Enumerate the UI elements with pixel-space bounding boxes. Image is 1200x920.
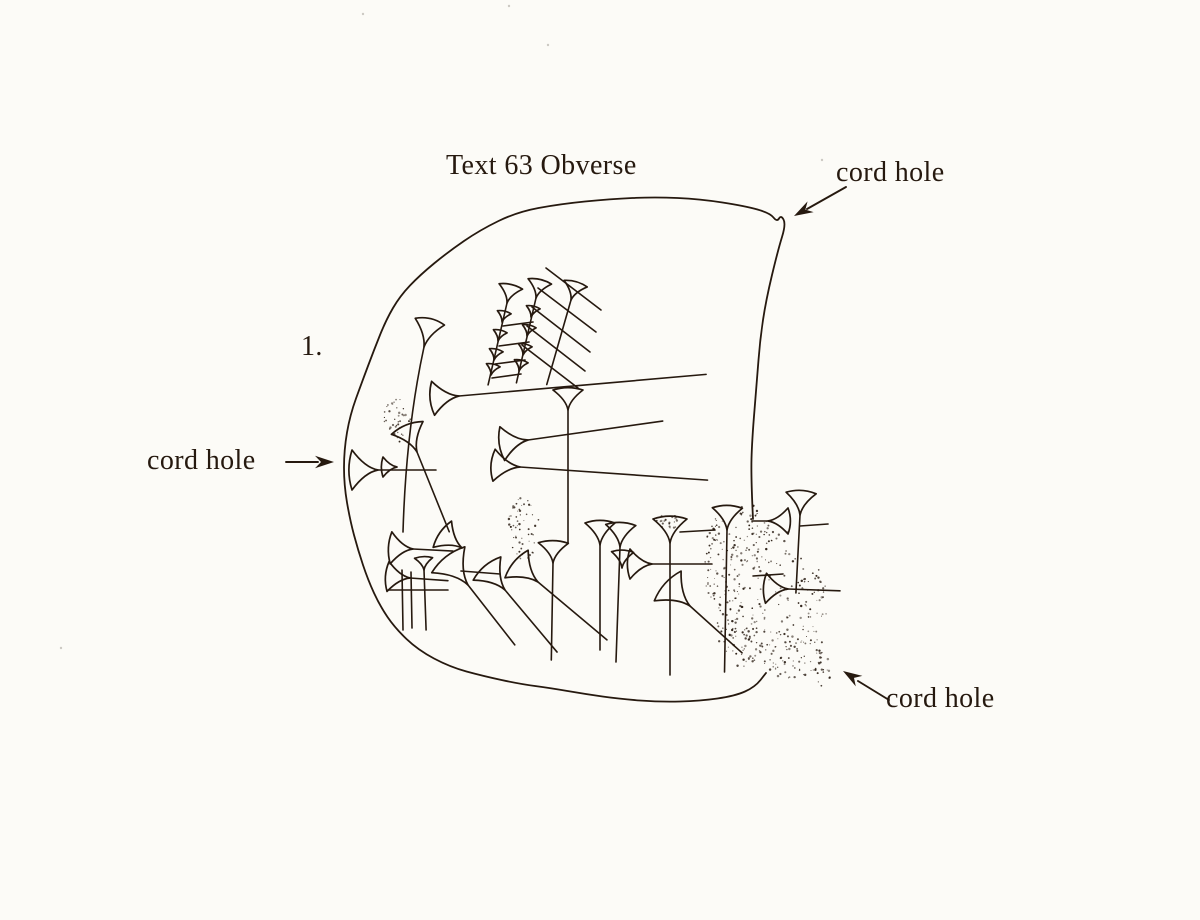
cuneiform-signs [348,267,841,676]
cord-hole-label-top-right: cord hole [836,157,945,188]
figure-title: Text 63 Obverse [446,150,637,181]
line-number-label: 1. [301,331,323,362]
stipple-damage [383,398,831,687]
cord-hole-label-left: cord hole [147,445,256,476]
cord-hole-arrows [285,186,890,701]
scan-specks [59,4,824,650]
cord-hole-label-bottom-right: cord hole [886,683,995,714]
tablet-outline [343,196,786,703]
